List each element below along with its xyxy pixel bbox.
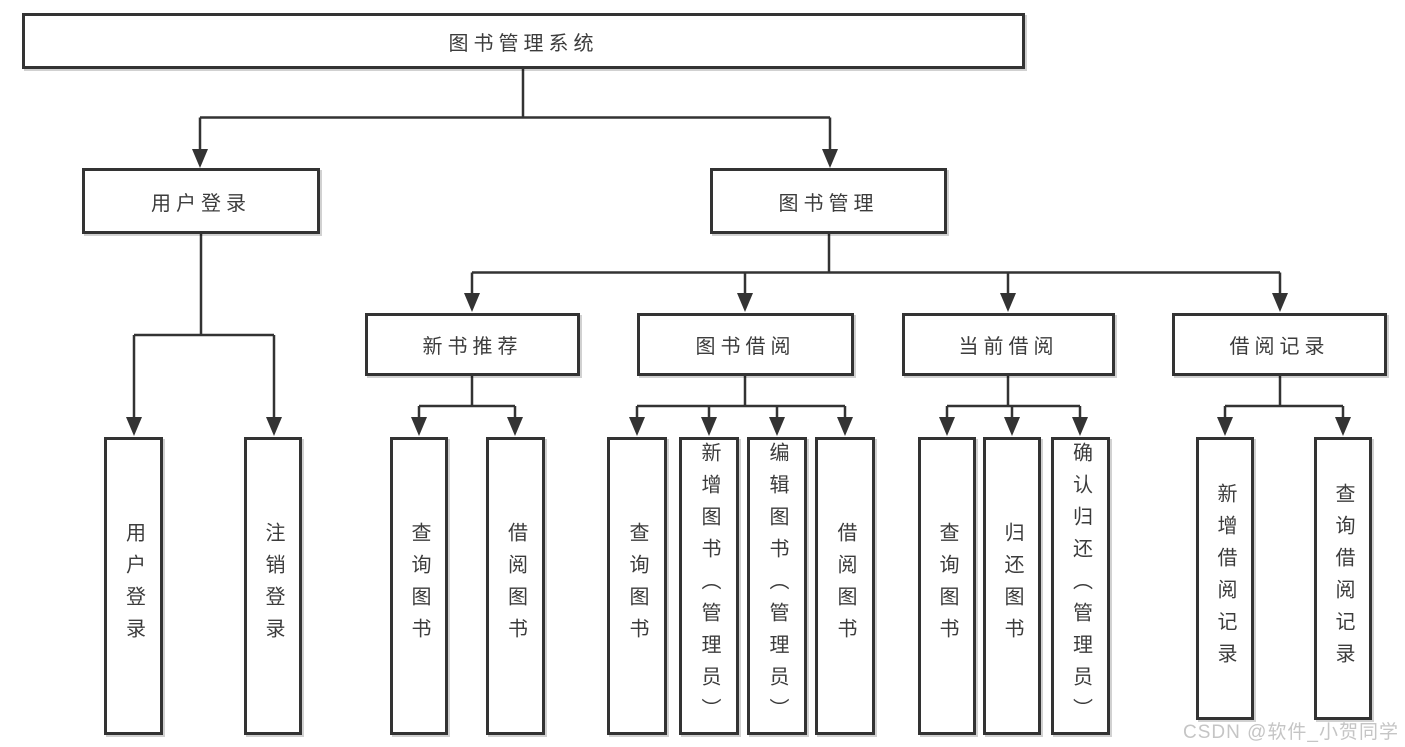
leaf-current-query-books: 查询图书 <box>918 437 976 735</box>
node-book-management-label: 图书管理 <box>778 192 879 215</box>
connector-user-login <box>126 234 282 436</box>
leaf-newbooks-borrow-books-label: 借阅图书 <box>504 522 527 650</box>
node-current-borrowing-label: 当前借阅 <box>958 336 1059 358</box>
leaf-borrowing-edit-books-admin: 编辑图书（管理员） <box>747 437 807 735</box>
leaf-current-return-books-label: 归还图书 <box>1001 522 1023 650</box>
connector-new-book-recommend <box>411 376 523 436</box>
node-book-borrowing: 图书借阅 <box>637 313 854 376</box>
node-borrowing-records-label: 借阅记录 <box>1229 336 1330 358</box>
leaf-user-login: 用户登录 <box>104 437 163 735</box>
leaf-records-query-record-label: 查询借阅记录 <box>1332 482 1354 675</box>
connector-book-management <box>464 234 1288 312</box>
connector-root <box>192 69 838 168</box>
leaf-borrowing-borrow-books-label: 借阅图书 <box>834 522 856 650</box>
leaf-borrowing-add-books-admin: 新增图书（管理员） <box>679 437 739 735</box>
leaf-current-confirm-return-admin-label: 确认归还（管理员） <box>1069 442 1092 730</box>
node-new-book-recommend: 新书推荐 <box>365 313 580 376</box>
node-book-borrowing-label: 图书借阅 <box>695 336 796 358</box>
leaf-records-add-record: 新增借阅记录 <box>1196 437 1254 720</box>
node-user-login-label: 用户登录 <box>151 192 251 215</box>
watermark: CSDN @软件_小贺同学 <box>1183 722 1399 743</box>
leaf-current-query-books-label: 查询图书 <box>936 522 958 650</box>
leaf-logout: 注销登录 <box>244 437 302 735</box>
node-new-book-recommend-label: 新书推荐 <box>422 336 523 358</box>
leaf-borrowing-query-books: 查询图书 <box>607 437 667 735</box>
node-user-login: 用户登录 <box>82 168 320 234</box>
connector-book-borrowing <box>629 376 853 436</box>
leaf-current-confirm-return-admin: 确认归还（管理员） <box>1051 437 1110 735</box>
node-book-management: 图书管理 <box>710 168 947 234</box>
leaf-newbooks-query-books-label: 查询图书 <box>408 522 430 650</box>
leaf-newbooks-query-books: 查询图书 <box>390 437 448 735</box>
node-root: 图书管理系统 <box>22 13 1025 69</box>
leaf-borrowing-edit-books-admin-label: 编辑图书（管理员） <box>766 442 788 730</box>
leaf-records-add-record-label: 新增借阅记录 <box>1214 482 1236 675</box>
leaf-borrowing-add-books-admin-label: 新增图书（管理员） <box>698 442 720 730</box>
node-borrowing-records: 借阅记录 <box>1172 313 1387 376</box>
leaf-records-query-record: 查询借阅记录 <box>1314 437 1372 720</box>
leaf-newbooks-borrow-books: 借阅图书 <box>486 437 545 735</box>
leaf-current-return-books: 归还图书 <box>983 437 1041 735</box>
connector-borrowing-records <box>1217 376 1351 436</box>
leaf-logout-label: 注销登录 <box>262 522 284 650</box>
leaf-borrowing-query-books-label: 查询图书 <box>626 522 648 650</box>
connector-current-borrowing <box>939 376 1088 436</box>
node-root-label: 图书管理系统 <box>448 32 599 55</box>
leaf-borrowing-borrow-books: 借阅图书 <box>815 437 875 735</box>
leaf-user-login-label: 用户登录 <box>122 522 145 650</box>
node-current-borrowing: 当前借阅 <box>902 313 1115 376</box>
